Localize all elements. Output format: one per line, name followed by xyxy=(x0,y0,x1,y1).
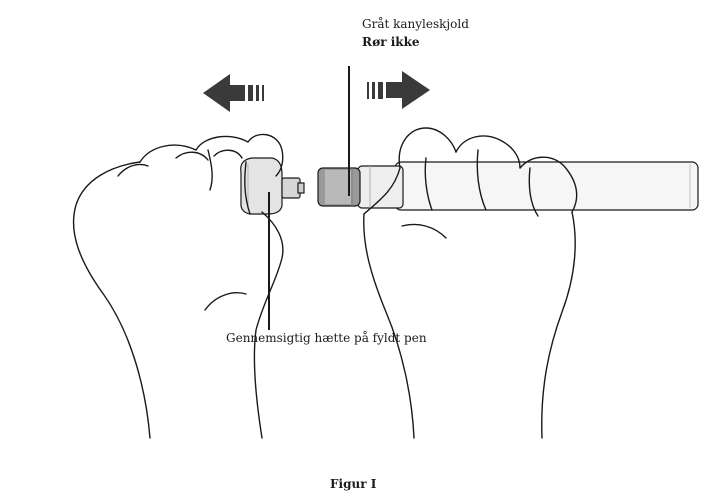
right-hand xyxy=(363,127,578,439)
do-not-touch-label: Rør ikke xyxy=(362,35,420,49)
figure-caption: Figur I xyxy=(330,477,377,491)
clear-cap xyxy=(240,157,305,215)
left-hand xyxy=(72,133,284,439)
right-arrow-icon xyxy=(367,71,430,109)
pen-body xyxy=(357,161,699,211)
clear-cap-label: Gennemsigtig hætte på fyldt pen xyxy=(226,331,427,345)
needle-shield xyxy=(317,167,361,207)
needle-shield-label: Gråt kanyleskjold xyxy=(362,17,469,31)
left-arrow-icon xyxy=(203,74,264,112)
